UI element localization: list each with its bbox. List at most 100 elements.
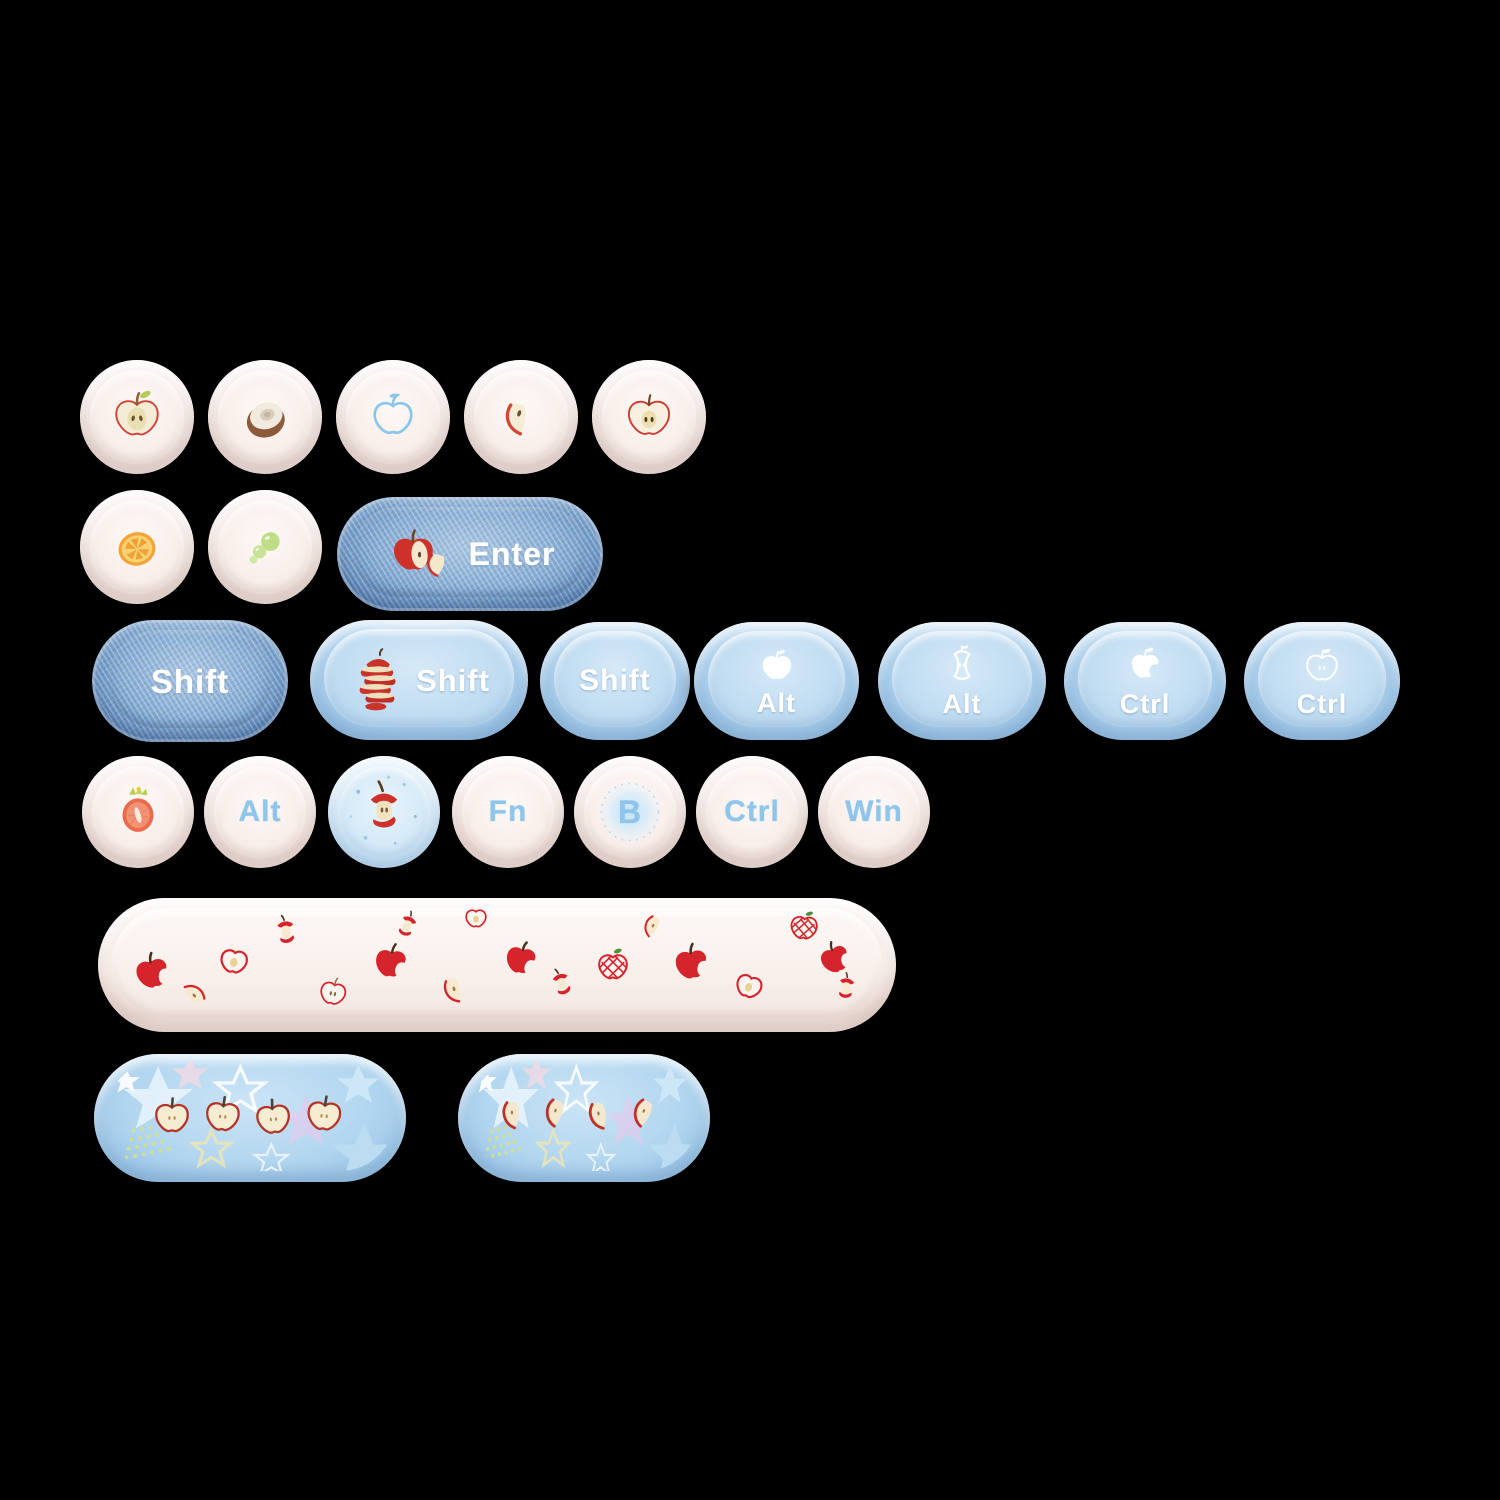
keycap-win: Win <box>818 756 930 868</box>
spacebar-apple-pattern <box>112 908 882 1018</box>
keycap-alt-apple: Alt <box>694 622 859 740</box>
keycap-apple-cross <box>592 360 706 474</box>
keycap-shift-blue: Shift <box>540 622 690 740</box>
keycap-shift-apple-label: Shift <box>416 662 490 698</box>
coconut-icon <box>232 384 298 450</box>
keycap-alt-round-content: Alt <box>239 797 282 827</box>
grapes-icon <box>235 517 295 577</box>
apple-cross-white-icon <box>1299 644 1345 690</box>
keycap-orange-content <box>105 515 169 579</box>
keycap-win-surface <box>828 766 920 858</box>
keycap-apple-half <box>80 360 194 474</box>
apple-core-red-icon <box>351 779 417 845</box>
keycap-shift-blue-content: Shift <box>579 666 651 696</box>
basket-apple-motif <box>589 943 637 991</box>
keycap-apple-outline <box>336 360 450 474</box>
apple-slices-stack-icon <box>348 648 406 713</box>
keycap-ctrl-bite-content: Ctrl <box>1120 644 1171 718</box>
keycap-alt-round-label: Alt <box>238 795 282 828</box>
keycap-b-content: B <box>618 796 642 828</box>
keycap-apple-outline-content <box>363 387 423 447</box>
apple-outline-blue-icon <box>363 387 423 447</box>
keycap-stars-slices <box>458 1054 710 1182</box>
keycap-ctrl-bite: Ctrl <box>1064 622 1226 740</box>
core-apple-motif <box>264 910 308 954</box>
keycap-shift-apple: Shift <box>310 620 528 740</box>
keycap-alt-core: Alt <box>878 622 1046 740</box>
apple-bite-white-icon <box>1122 644 1168 690</box>
keycap-apple-core-blue-content <box>351 779 417 845</box>
apple-cross-red-icon <box>618 386 680 448</box>
keycap-ctrl-cross-label: Ctrl <box>1296 689 1348 719</box>
four-apples-icon <box>146 1092 354 1144</box>
keycap-apple-slice <box>464 360 578 474</box>
four-apple-slices-icon <box>496 1096 672 1140</box>
keycap-win-content: Win <box>845 797 903 827</box>
keycap-shift-blue-label: Shift <box>579 664 651 697</box>
keycap-fn-surface <box>462 766 554 858</box>
keycap-apple-outline-surface <box>346 370 440 464</box>
keycap-stars-apples-content <box>146 1092 354 1144</box>
keycap-enter-surface <box>353 507 587 597</box>
apple-core-white-icon <box>939 644 985 690</box>
keycap-coconut <box>208 360 322 474</box>
ring-apple-motif <box>459 908 493 935</box>
keycap-enter: Enter <box>337 497 603 611</box>
keycap-strawberry-content <box>107 781 169 843</box>
keycap-alt-core-content: Alt <box>939 644 985 718</box>
keycap-grapes-content <box>235 517 295 577</box>
keycap-fn: Fn <box>452 756 564 868</box>
keycap-ctrl-round-content: Ctrl <box>724 797 780 827</box>
keycap-coconut-content <box>232 384 298 450</box>
keycap-ctrl-cross: Ctrl <box>1244 622 1400 740</box>
slice-apple-motif <box>431 965 479 1013</box>
keycap-alt-core-label: Alt <box>942 689 982 719</box>
keycap-shift-denim: Shift <box>92 620 288 742</box>
keycap-enter-content: Enter <box>385 523 556 585</box>
enter-apple-icon <box>385 523 459 585</box>
keycap-shift-blue-surface <box>554 631 676 727</box>
keycap-fn-label: Fn <box>488 795 528 828</box>
keycap-apple-core-blue <box>328 756 440 868</box>
apple-white-icon <box>755 645 799 689</box>
keycap-stars-apples <box>94 1054 406 1182</box>
keycap-shift-apple-content: Shift <box>348 648 490 713</box>
keycap-fn-content: Fn <box>489 797 528 827</box>
bitten-apple-motif <box>664 936 721 993</box>
keycap-b: B <box>574 756 686 868</box>
keycap-alt-apple-label: Alt <box>757 688 796 718</box>
keycap-alt-apple-surface <box>708 631 845 727</box>
keycap-alt-round-surface <box>214 766 306 858</box>
core-apple-motif <box>825 967 867 1009</box>
keycap-alt-apple-content: Alt <box>755 645 799 717</box>
core-apple-motif <box>539 961 586 1008</box>
keycap-shift-apple-surface <box>324 629 514 727</box>
keycap-shift-denim-content: Shift <box>151 665 229 698</box>
keycap-win-label: Win <box>845 795 903 828</box>
keycap-ctrl-round: Ctrl <box>696 756 808 868</box>
strawberry-half-icon <box>107 781 169 843</box>
keycap-strawberry <box>82 756 194 868</box>
keycap-enter-label: Enter <box>468 536 556 572</box>
keycap-apple-half-content <box>105 385 169 449</box>
keycap-ctrl-bite-surface <box>1078 631 1212 727</box>
keycap-b-label: B <box>617 794 643 830</box>
apple-slice-icon <box>491 387 551 447</box>
keycap-ctrl-round-surface <box>706 766 798 858</box>
ring-apple-motif <box>209 936 259 986</box>
keycap-stars-slices-content <box>496 1096 672 1140</box>
keycap-grapes <box>208 490 322 604</box>
apple-half-icon <box>105 385 169 449</box>
keycap-shift-denim-surface <box>108 630 272 728</box>
keycap-ctrl-bite-label: Ctrl <box>1119 689 1171 719</box>
keycap-apple-slice-content <box>491 387 551 447</box>
keycap-alt-round: Alt <box>204 756 316 868</box>
keycap-apple-cross-content <box>618 386 680 448</box>
cross-apple-motif <box>308 968 358 1018</box>
keycap-ctrl-cross-content: Ctrl <box>1297 644 1348 718</box>
keycap-orange <box>80 490 194 604</box>
ring-apple-motif <box>723 960 776 1013</box>
keycap-shift-denim-label: Shift <box>150 662 230 700</box>
keycap-ctrl-round-label: Ctrl <box>724 795 780 828</box>
